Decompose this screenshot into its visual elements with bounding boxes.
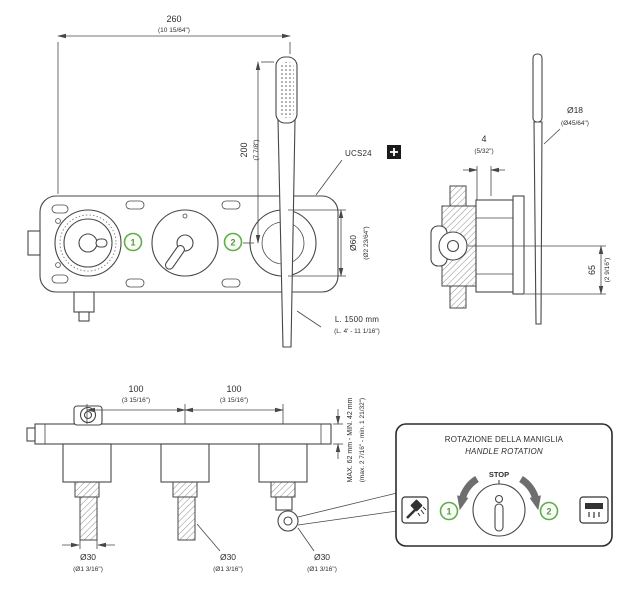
hose-length-note: L. 1500 mm (L. 4' - 11 1/16") (296, 310, 380, 335)
wand-handle (277, 119, 296, 348)
rotate-right-arrow-icon (518, 476, 541, 511)
depth-range-mm-label: MAX. 62 mm - MIN. 42 mm (347, 397, 354, 482)
rotation-dial (472, 483, 526, 537)
width-mm-label: 260 (166, 14, 181, 24)
bottom-fitting (73, 291, 95, 313)
wand-diameter-mm-label: Ø18 (567, 105, 583, 115)
model-label: UCS24 (345, 149, 372, 158)
rotation-callout-1-badge: 1 (439, 501, 459, 521)
dimension-height-200: 200 (7 7/8") (239, 61, 274, 244)
dimension-hole-2: Ø30 (Ø1 3/16") (196, 523, 243, 573)
height-mm-label: 200 (239, 142, 249, 157)
dimension-width-260: 260 (10 15/64") (57, 14, 291, 194)
top-fitting (73, 405, 103, 426)
diverter-knob (151, 209, 219, 277)
dimension-knob-diameter: Ø60 (Ø2 23/64") (288, 209, 370, 277)
dimension-gap-4: 4 (5/32") (463, 134, 505, 200)
dimension-hole-1: Ø30 (Ø1 3/16") (62, 540, 115, 573)
rotation-callout-2-number: 2 (546, 507, 551, 517)
callout-2-number: 2 (230, 238, 235, 248)
plate-side-tab (27, 230, 41, 256)
handle-rotation-box: ROTAZIONE DELLA MANIGLIA HANDLE ROTATION… (395, 423, 613, 547)
bottom-fitting-stub (78, 311, 90, 322)
spacing-left-in-label: (3 15/16") (122, 397, 150, 404)
detail-leader-top (297, 492, 398, 518)
rotation-title-en: HANDLE ROTATION (465, 447, 543, 456)
plus-icon (387, 145, 401, 159)
knob-diameter-in-label: (Ø2 23/64") (363, 226, 370, 259)
offset-in-label: (2 9/16") (604, 258, 611, 283)
tub-spout-icon (579, 496, 609, 524)
bottom-view: 100 (3 15/16") 100 (3 15/16") MAX. 62 mm… (26, 384, 398, 573)
height-in-label: (7 7/8") (253, 139, 260, 160)
dimension-hole-3: Ø30 (Ø1 3/16") (297, 527, 337, 573)
pipe-stub-top (449, 185, 467, 207)
spray-face (279, 62, 294, 118)
valve-2 (160, 443, 210, 541)
stop-label: STOP (489, 470, 509, 479)
callout-1-number: 1 (130, 238, 135, 248)
strip-left-stub (26, 427, 36, 442)
rotation-callout-2-badge: 2 (539, 501, 559, 521)
depth-range-in-label: (max. 2 7/16" - min. 1 21/32") (359, 398, 366, 482)
temperature-knob (54, 209, 122, 277)
detail-leader-bottom (297, 510, 398, 526)
valve-1 (62, 443, 112, 541)
callout-1-badge: 1 (123, 232, 143, 252)
offset-mm-label: 65 (587, 265, 597, 275)
hole-2-mm-label: Ø30 (220, 552, 236, 562)
handshower-wand (275, 56, 298, 348)
valve-3 (258, 443, 308, 532)
hose-outlet (277, 510, 299, 532)
callout-2-badge: 2 (223, 232, 243, 252)
gap-in-label: (5/32") (474, 148, 493, 155)
handshower-icon (401, 496, 429, 524)
spacing-right-in-label: (3 15/16") (220, 397, 248, 404)
mounting-plate-slots (51, 200, 241, 288)
dimension-wand-diameter: Ø18 (Ø45/64") (543, 105, 589, 145)
hose-length-in-label: (L. 4' - 11 1/16") (334, 328, 380, 335)
supply-pipe-2 (177, 496, 196, 541)
pipe-stub-bottom (449, 285, 467, 309)
gap-mm-label: 4 (481, 134, 486, 144)
plate-edge-strip (34, 423, 332, 445)
front-view: 1 2 260 (10 15/64") 200 (7 7/8") (27, 14, 401, 348)
rotation-title-it: ROTAZIONE DELLA MANIGLIA (445, 435, 564, 444)
knob-marker (95, 238, 108, 248)
hole-2-in-label: (Ø1 3/16") (213, 566, 243, 573)
spacing-right-mm-label: 100 (226, 384, 241, 394)
dimension-spacing: 100 (3 15/16") 100 (3 15/16") (86, 384, 284, 424)
wand-diameter-in-label: (Ø45/64") (561, 120, 589, 127)
rotation-callout-1-number: 1 (446, 507, 451, 517)
ucs24-label-group: UCS24 (315, 145, 401, 196)
diverter-lever (164, 245, 185, 270)
dimension-offset-65: 65 (2 9/16") (468, 245, 611, 295)
knob-diameter-mm-label: Ø60 (348, 235, 358, 251)
spacing-left-mm-label: 100 (128, 384, 143, 394)
side-wand (532, 53, 543, 325)
side-handle-hub (438, 231, 468, 261)
side-view: 4 (5/32") Ø18 (Ø45/64") 65 (2 9/16") (430, 53, 611, 325)
hole-1-in-label: (Ø1 3/16") (73, 566, 103, 573)
hole-3-mm-label: Ø30 (314, 552, 330, 562)
hose-length-label: L. 1500 mm (335, 315, 379, 324)
rotate-left-arrow-icon (457, 476, 480, 511)
width-in-label: (10 15/64") (158, 27, 190, 34)
hole-3-in-label: (Ø1 3/16") (307, 566, 337, 573)
supply-pipe-1 (79, 496, 98, 541)
dimension-depth-range: MAX. 62 mm - MIN. 42 mm (max. 2 7/16" - … (333, 397, 366, 482)
wall-plate-edge (512, 195, 525, 295)
hole-1-mm-label: Ø30 (80, 552, 96, 562)
dial-lever (494, 503, 504, 532)
